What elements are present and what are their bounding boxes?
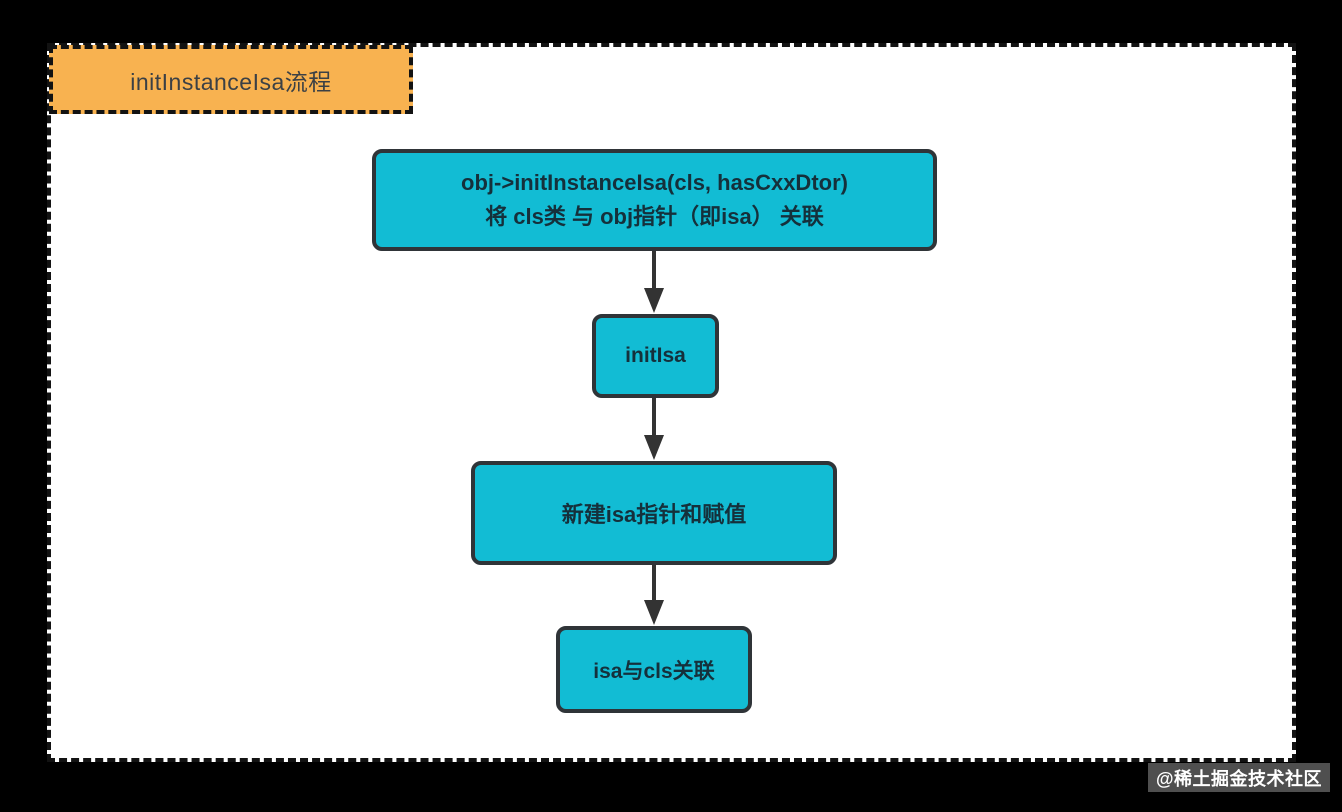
arrow-line: [652, 251, 656, 291]
diagram-title: initInstanceIsa流程: [130, 68, 332, 95]
arrow-down-icon: [644, 435, 664, 460]
node-isa-cls-associate: isa与cls关联: [556, 626, 752, 713]
node-label-line: obj->initInstanceIsa(cls, hasCxxDtor): [461, 170, 848, 195]
watermark-text: @稀土掘金技术社区: [1155, 768, 1322, 789]
arrow-line: [652, 565, 656, 603]
flow-arrow-2: [644, 398, 664, 460]
diagram-title-box: initInstanceIsa流程: [49, 45, 413, 114]
node-new-isa-pointer: 新建isa指针和赋值: [471, 461, 837, 565]
flow-arrow-3: [644, 565, 664, 625]
arrow-line: [652, 398, 656, 438]
node-init-instance-isa: obj->initInstanceIsa(cls, hasCxxDtor) 将 …: [372, 149, 937, 251]
node-label-line: initIsa: [625, 344, 686, 367]
arrow-down-icon: [644, 600, 664, 625]
watermark-badge: @稀土掘金技术社区: [1147, 763, 1330, 792]
node-label-line: 新建isa指针和赋值: [561, 502, 747, 527]
node-label-line: 将 cls类 与 obj指针（即isa） 关联: [485, 204, 824, 229]
node-label-line: isa与cls关联: [593, 659, 715, 683]
node-init-isa: initIsa: [592, 314, 719, 398]
flow-arrow-1: [644, 251, 664, 313]
arrow-down-icon: [644, 288, 664, 313]
